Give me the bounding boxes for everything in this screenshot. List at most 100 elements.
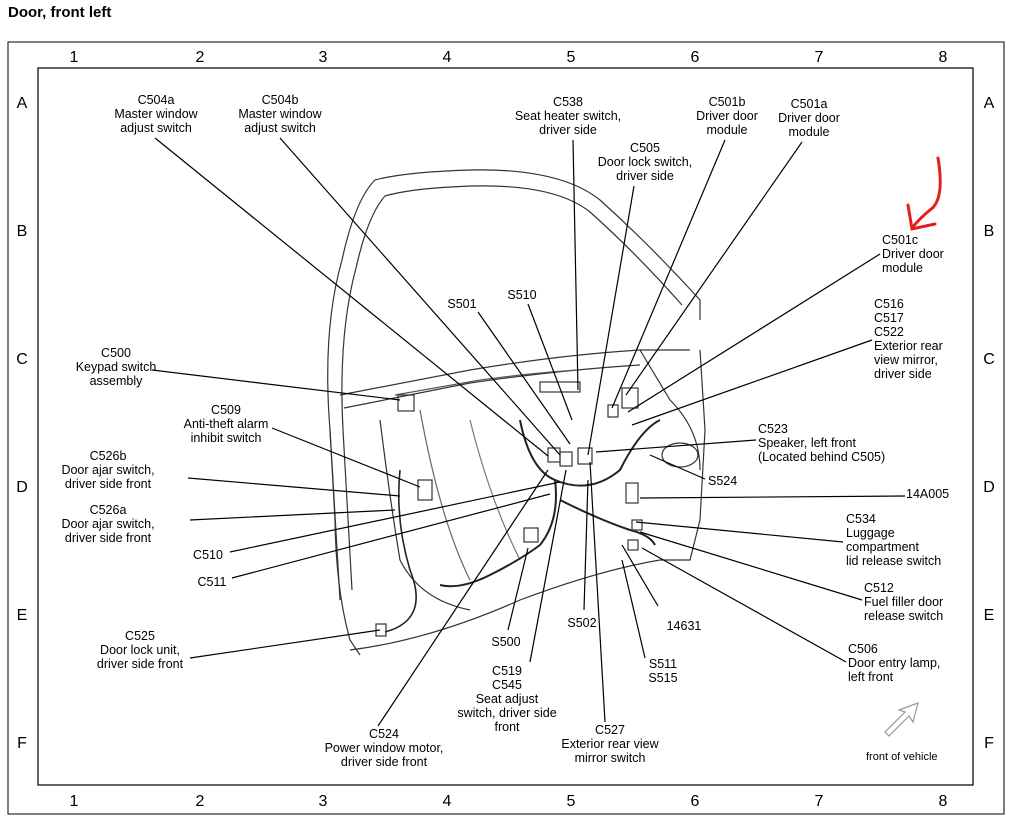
grid-row-label: A [17,95,28,112]
callout-line: driver side [874,367,932,381]
callout-line: adjust switch [244,121,316,135]
callout-s501: S501 [447,297,476,311]
callout-line: lid release switch [846,554,941,568]
callout-line: Seat heater switch, [515,109,621,123]
callout-line: Master window [114,107,198,121]
callout-line: Speaker, left front [758,436,857,450]
callout-line: C519 [492,664,522,678]
callout-line: Driver door [778,111,840,125]
callout-line: module [789,125,830,139]
callout-line: C524 [369,727,399,741]
grid-column-label: 5 [567,793,576,810]
callout-line: module [707,123,748,137]
callout-line: S524 [708,474,737,488]
callout-line: S502 [567,616,596,630]
grid-row-label: C [983,351,995,368]
callout-line: Power window motor, [325,741,444,755]
grid-column-label: 8 [939,793,948,810]
callout-line: C527 [595,723,625,737]
leader-lines [151,137,906,727]
grid-row-label: C [16,351,28,368]
callout-line: Keypad switch [76,360,157,374]
grid-column-label: 1 [70,793,79,810]
callout-line: C501c [882,233,918,247]
callout-line: S501 [447,297,476,311]
callout-s510: S510 [507,288,536,302]
grid-column-label: 6 [691,49,700,66]
grid-row-label: D [16,479,28,496]
callout-line: S511 [649,657,677,671]
callout-line: (Located behind C505) [758,450,885,464]
callout-line: C516 [874,297,904,311]
grid-row-label: F [17,735,27,752]
callout-line: C500 [101,346,131,360]
callout-line: driver side front [97,657,184,671]
grid-row-label: B [17,223,28,240]
callout-line: C522 [874,325,904,339]
door-outline [327,169,706,656]
grid-row-label: E [984,607,995,624]
callout-line: driver side [616,169,674,183]
callout-line: 14631 [667,619,702,633]
callout-line: driver side [539,123,597,137]
callout-line: C525 [125,629,155,643]
grid-column-label: 3 [319,793,328,810]
callout-line: driver side front [65,477,152,491]
callout-line: C538 [553,95,583,109]
callout-line: inhibit switch [191,431,262,445]
callout-line: C504a [138,93,175,107]
callout-s500: S500 [491,635,520,649]
grid-column-label: 7 [815,49,824,66]
callout-line: Driver door [882,247,944,261]
callout-line: release switch [864,609,943,623]
callout-line: S500 [491,635,520,649]
callout-line: C501b [709,95,746,109]
callout-line: Door ajar switch, [61,517,154,531]
grid-row-label: B [984,223,995,240]
callout-line: C510 [193,548,223,562]
callout-line: driver side front [341,755,428,769]
callout-line: Luggage [846,526,895,540]
grid-column-label: 3 [319,49,328,66]
callout-w14631: 14631 [667,619,702,633]
callout-s524: S524 [708,474,737,488]
callout-line: left front [848,670,894,684]
callout-line: C534 [846,512,876,526]
callout-line: C511 [198,575,227,589]
callout-line: compartment [846,540,919,554]
callout-line: C504b [262,93,299,107]
callout-line: C526a [90,503,127,517]
callout-line: Anti-theft alarm [184,417,269,431]
callout-line: Door entry lamp, [848,656,940,670]
callout-line: C512 [864,581,894,595]
grid-column-label: 4 [443,793,452,810]
grid-column-label: 2 [196,49,205,66]
callout-line: C501a [791,97,828,111]
callout-line: C517 [874,311,904,325]
callout-line: C509 [211,403,241,417]
diagram-frame [7,41,1005,815]
callout-s502: S502 [567,616,596,630]
grid-row-label: F [984,735,994,752]
callout-line: driver side front [65,531,152,545]
grid-column-label: 7 [815,793,824,810]
callout-line: Door ajar switch, [61,463,154,477]
callout-line: switch, driver side [457,706,556,720]
grid-column-label: 6 [691,793,700,810]
callout-line: C526b [90,449,127,463]
callout-line: 14A005 [906,487,949,501]
